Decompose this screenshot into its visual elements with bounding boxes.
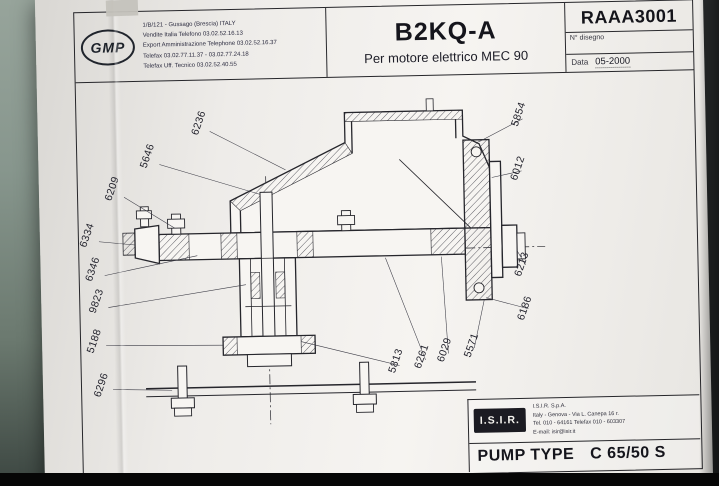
- drawing-title: B2KQ-A: [394, 16, 497, 47]
- pump-cross-section-drawing: [98, 98, 546, 425]
- pump-type-value: C 65/50 S: [590, 443, 667, 463]
- drawing-number-cell: RAAA3001 N° disegno Data 05-2000: [564, 0, 694, 72]
- company-address-lines: 1/B/121 - Gussago (Brescia) ITALY Vendit…: [142, 17, 320, 72]
- gmp-logo-text: GMP: [90, 38, 126, 56]
- support-arm: [122, 206, 161, 265]
- paper-sheet: GMP 1/B/121 - Gussago (Brescia) ITALY Ve…: [34, 0, 714, 486]
- leader-lines: [98, 118, 529, 391]
- tape-strip: [105, 0, 139, 17]
- drawing-subtitle: Per motore elettrico MEC 90: [364, 47, 529, 67]
- drawing-number-label: N° disegno: [565, 29, 693, 44]
- date-label: Data: [571, 57, 589, 67]
- title-block-header: GMP 1/B/121 - Gussago (Brescia) ITALY Ve…: [74, 0, 694, 84]
- manufacturer-line: E-mail: isir@isir.it: [533, 429, 576, 436]
- manufacturer-title-block: I.S.I.R. I.S.I.R. S.p.A. Italy - Genova …: [467, 394, 701, 473]
- drawing-title-cell: B2KQ-A Per motore elettrico MEC 90: [326, 3, 565, 77]
- shaft-column: [238, 191, 298, 357]
- date-value: 05-2000: [595, 55, 631, 69]
- drawing-area: 6236 5646 6209 6334 6346 9823 5188 6296 …: [76, 70, 702, 481]
- base-plate: [146, 361, 477, 417]
- main-flange: [158, 210, 466, 262]
- lower-flange: [222, 334, 317, 368]
- manufacturer-address-lines: I.S.I.R. S.p.A. Italy - Genova - Via L. …: [533, 401, 626, 438]
- pump-type-label: PUMP TYPE: [477, 445, 575, 465]
- pump-type-row: PUMP TYPE C 65/50 S: [469, 439, 701, 472]
- manufacturer-info-row: I.S.I.R. I.S.I.R. S.p.A. Italy - Genova …: [468, 395, 701, 445]
- drawing-date-row: Data 05-2000: [566, 51, 694, 72]
- gmp-logo: GMP: [80, 28, 136, 66]
- isir-logo-text: I.S.I.R.: [479, 414, 521, 428]
- motor-flange-bell: [462, 138, 526, 301]
- drawing-number: RAAA3001: [580, 5, 678, 28]
- drawing-frame: GMP 1/B/121 - Gussago (Brescia) ITALY Ve…: [73, 0, 703, 483]
- photo-bottom-band: [0, 473, 719, 486]
- isir-logo: I.S.I.R.: [473, 408, 527, 434]
- company-info-cell: GMP 1/B/121 - Gussago (Brescia) ITALY Ve…: [74, 7, 328, 83]
